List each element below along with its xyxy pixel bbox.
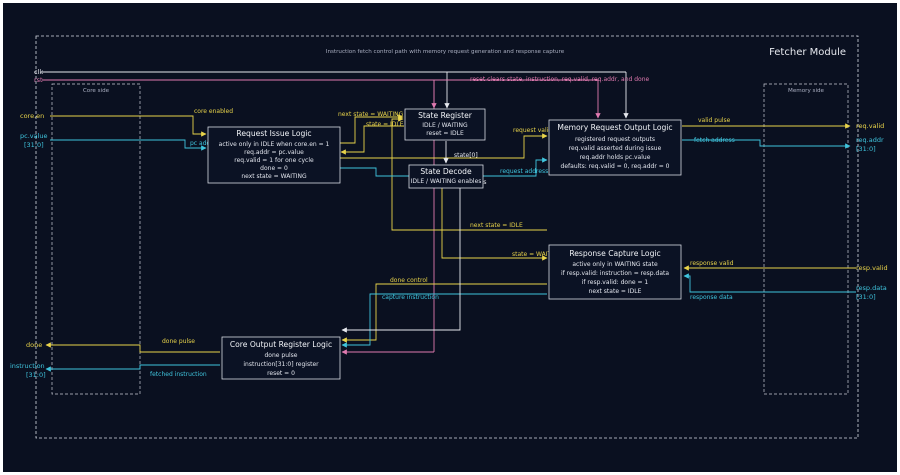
label-state0: state[0] [454,152,478,159]
port-resp-valid: resp.valid [856,264,888,272]
response-capture-line-1: active only in WAITING state [572,261,658,268]
port-pc-width: [31:0] [24,141,44,149]
port-resp-data: resp.data [856,284,887,292]
label-fetch-address: fetch address [694,137,735,144]
port-done: done [26,341,42,349]
port-resp-data-width: [31:0] [856,293,876,301]
label-response-data: response data [690,294,733,301]
state-decode-line-1: IDLE / WAITING enables [411,178,482,185]
label-request-address: request address [500,168,548,175]
label-fetched-instruction: fetched instruction [150,371,207,378]
core-output-line-1: done pulse [265,352,298,359]
label-state-waiting: state = WAITING [512,251,562,258]
label-next-state-idle: next state = IDLE [470,222,523,229]
request-issue-title: Request Issue Logic [236,129,311,138]
port-core-en: core.en [20,112,44,120]
request-issue-line-5: next state = WAITING [241,173,307,180]
memory-request-line-3: req.addr holds pc.value [580,154,651,161]
label-done-pulse: done pulse [162,338,195,345]
port-instruction: instruction [10,362,45,370]
port-req-addr: req.addr [856,136,884,144]
request-issue-line-2: req.addr = pc.value [244,149,304,156]
request-issue-line-3: req.valid = 1 for one cycle [234,157,314,164]
control-wires [45,114,856,353]
label-done-control: done control [390,277,428,284]
signal-labels: core enabled pc address next state = WAI… [150,108,735,378]
label-request-valid-pulse: request valid pulse [513,127,570,134]
state-decode-block: State Decode IDLE / WAITING enables [408,164,484,189]
canvas-background [3,3,897,472]
port-rst: rst [34,76,43,84]
port-req-addr-width: [31:0] [856,145,876,153]
core-side-label: Core side [83,88,110,94]
response-capture-block: Response Capture Logic active only in WA… [548,244,682,300]
clock-wires [42,71,629,119]
state-wires [341,141,461,333]
core-output-line-3: reset = 0 [267,370,295,377]
core-output-block: Core Output Register Logic done pulse in… [221,336,341,380]
state-register-line-1: IDLE / WAITING [422,122,468,129]
state-decode-title: State Decode [420,167,472,176]
state-register-block: State Register IDLE / WAITING reset = ID… [404,108,486,141]
request-issue-line-1: active only in IDLE when core.en = 1 [219,141,330,148]
label-valid-pulse: valid pulse [698,117,731,124]
memory-request-line-2: req.valid asserted during issue [569,145,662,152]
request-issue-block: Request Issue Logic active only in IDLE … [207,126,341,184]
right-ports: req.valid req.addr [31:0] resp.valid res… [856,122,888,301]
response-capture-line-2: if resp.valid: instruction = resp.data [561,270,669,277]
state-register-title: State Register [418,111,473,120]
core-output-title: Core Output Register Logic [230,340,332,349]
port-req-valid: req.valid [856,122,884,130]
port-instruction-width: [31:0] [26,371,46,379]
port-pc-value: pc.value [20,132,48,140]
memory-request-line-4: defaults: req.valid = 0, req.addr = 0 [561,163,670,170]
label-response-valid: response valid [690,260,734,267]
port-clk: clk [34,68,43,76]
label-next-state-waiting: next state = WAITING [338,111,404,118]
memory-request-block: Memory Request Output Logic registered r… [548,119,682,176]
label-core-enabled: core enabled [194,108,233,115]
module-title: Fetcher Module [769,47,846,58]
request-issue-line-4: done = 0 [260,165,288,172]
label-capture-instruction: capture instruction [382,294,439,301]
response-capture-line-3: if resp.valid: done = 1 [582,279,649,286]
module-frame [35,35,859,439]
diagram-subtitle: Instruction fetch control path with memo… [326,49,565,55]
memory-side-label: Memory side [788,88,825,94]
reset-note: reset clears state, instruction, req.val… [470,76,649,83]
memory-request-title: Memory Request Output Logic [557,123,672,132]
response-capture-title: Response Capture Logic [569,249,660,258]
label-state-idle: state = IDLE [366,121,404,128]
memory-request-line-1: registered request outputs [575,136,655,143]
core-output-line-2: instruction[31:0] register [243,361,319,368]
core-side-region [51,83,141,395]
response-capture-line-4: next state = IDLE [589,288,642,295]
state-register-line-2: reset = IDLE [426,130,464,137]
label-pc-address: pc address [190,140,223,147]
left-ports: clk rst core.en pc.value [31:0] done ins… [10,68,48,379]
data-wires [45,139,856,372]
memory-side-region [763,83,849,395]
